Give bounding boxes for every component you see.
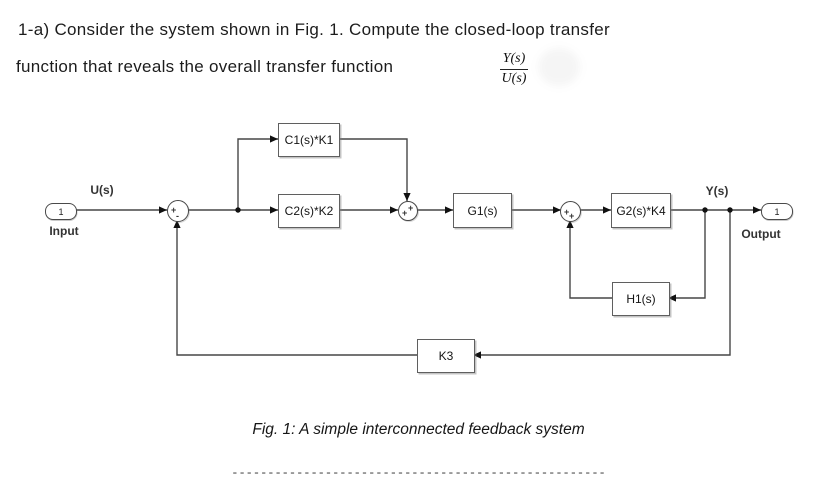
block-g1: G1(s) <box>453 193 512 228</box>
output-port-label: Output <box>741 227 781 241</box>
sum3-left-sign: + <box>564 207 570 217</box>
scan-smudge <box>538 48 580 86</box>
divider-dashes: ----------------------------------------… <box>231 466 606 480</box>
sum-junction-3: + + <box>560 201 581 222</box>
sum3-bottom-sign: + <box>569 211 575 221</box>
block-k3: K3 <box>417 339 475 373</box>
transfer-function-fraction: Y(s) U(s) <box>494 50 534 89</box>
sum-junction-2: + + <box>398 201 418 221</box>
branch-dots <box>235 207 733 213</box>
sum1-left-sign: + <box>171 205 177 215</box>
block-g2: G2(s)*K4 <box>611 193 671 228</box>
fraction-denominator: U(s) <box>501 70 527 86</box>
sum-junction-1: + - <box>167 200 189 222</box>
output-port: 1 <box>761 203 793 220</box>
problem-statement-line2: function that reveals the overall transf… <box>16 57 394 76</box>
block-k3-label: K3 <box>438 349 454 363</box>
block-c1-label: C1(s)*K1 <box>284 133 334 147</box>
sum2-top-sign: + <box>408 203 414 213</box>
block-c2-label: C2(s)*K2 <box>284 204 334 218</box>
input-port-label: Input <box>49 224 79 238</box>
signal-label-ys: Y(s) <box>705 184 729 198</box>
figure-caption: Fig. 1: A simple interconnected feedback… <box>252 421 585 438</box>
block-h1-label: H1(s) <box>626 292 656 306</box>
block-h1: H1(s) <box>612 282 670 316</box>
arrowheads <box>159 135 761 359</box>
problem-statement-line1: 1-a) Consider the system shown in Fig. 1… <box>18 20 610 39</box>
sum1-bottom-sign: - <box>176 211 179 221</box>
signal-wires <box>75 138 761 356</box>
input-port: 1 <box>45 203 77 220</box>
fraction-numerator: Y(s) <box>499 50 529 70</box>
signal-label-us: U(s) <box>90 183 114 197</box>
block-c1: C1(s)*K1 <box>278 123 340 157</box>
block-g2-label: G2(s)*K4 <box>616 203 666 218</box>
block-c2: C2(s)*K2 <box>278 194 340 228</box>
sum2-left-sign: + <box>402 208 408 218</box>
output-port-number: 1 <box>774 206 780 217</box>
block-g1-label: G1(s) <box>467 203 498 218</box>
input-port-number: 1 <box>58 206 64 217</box>
